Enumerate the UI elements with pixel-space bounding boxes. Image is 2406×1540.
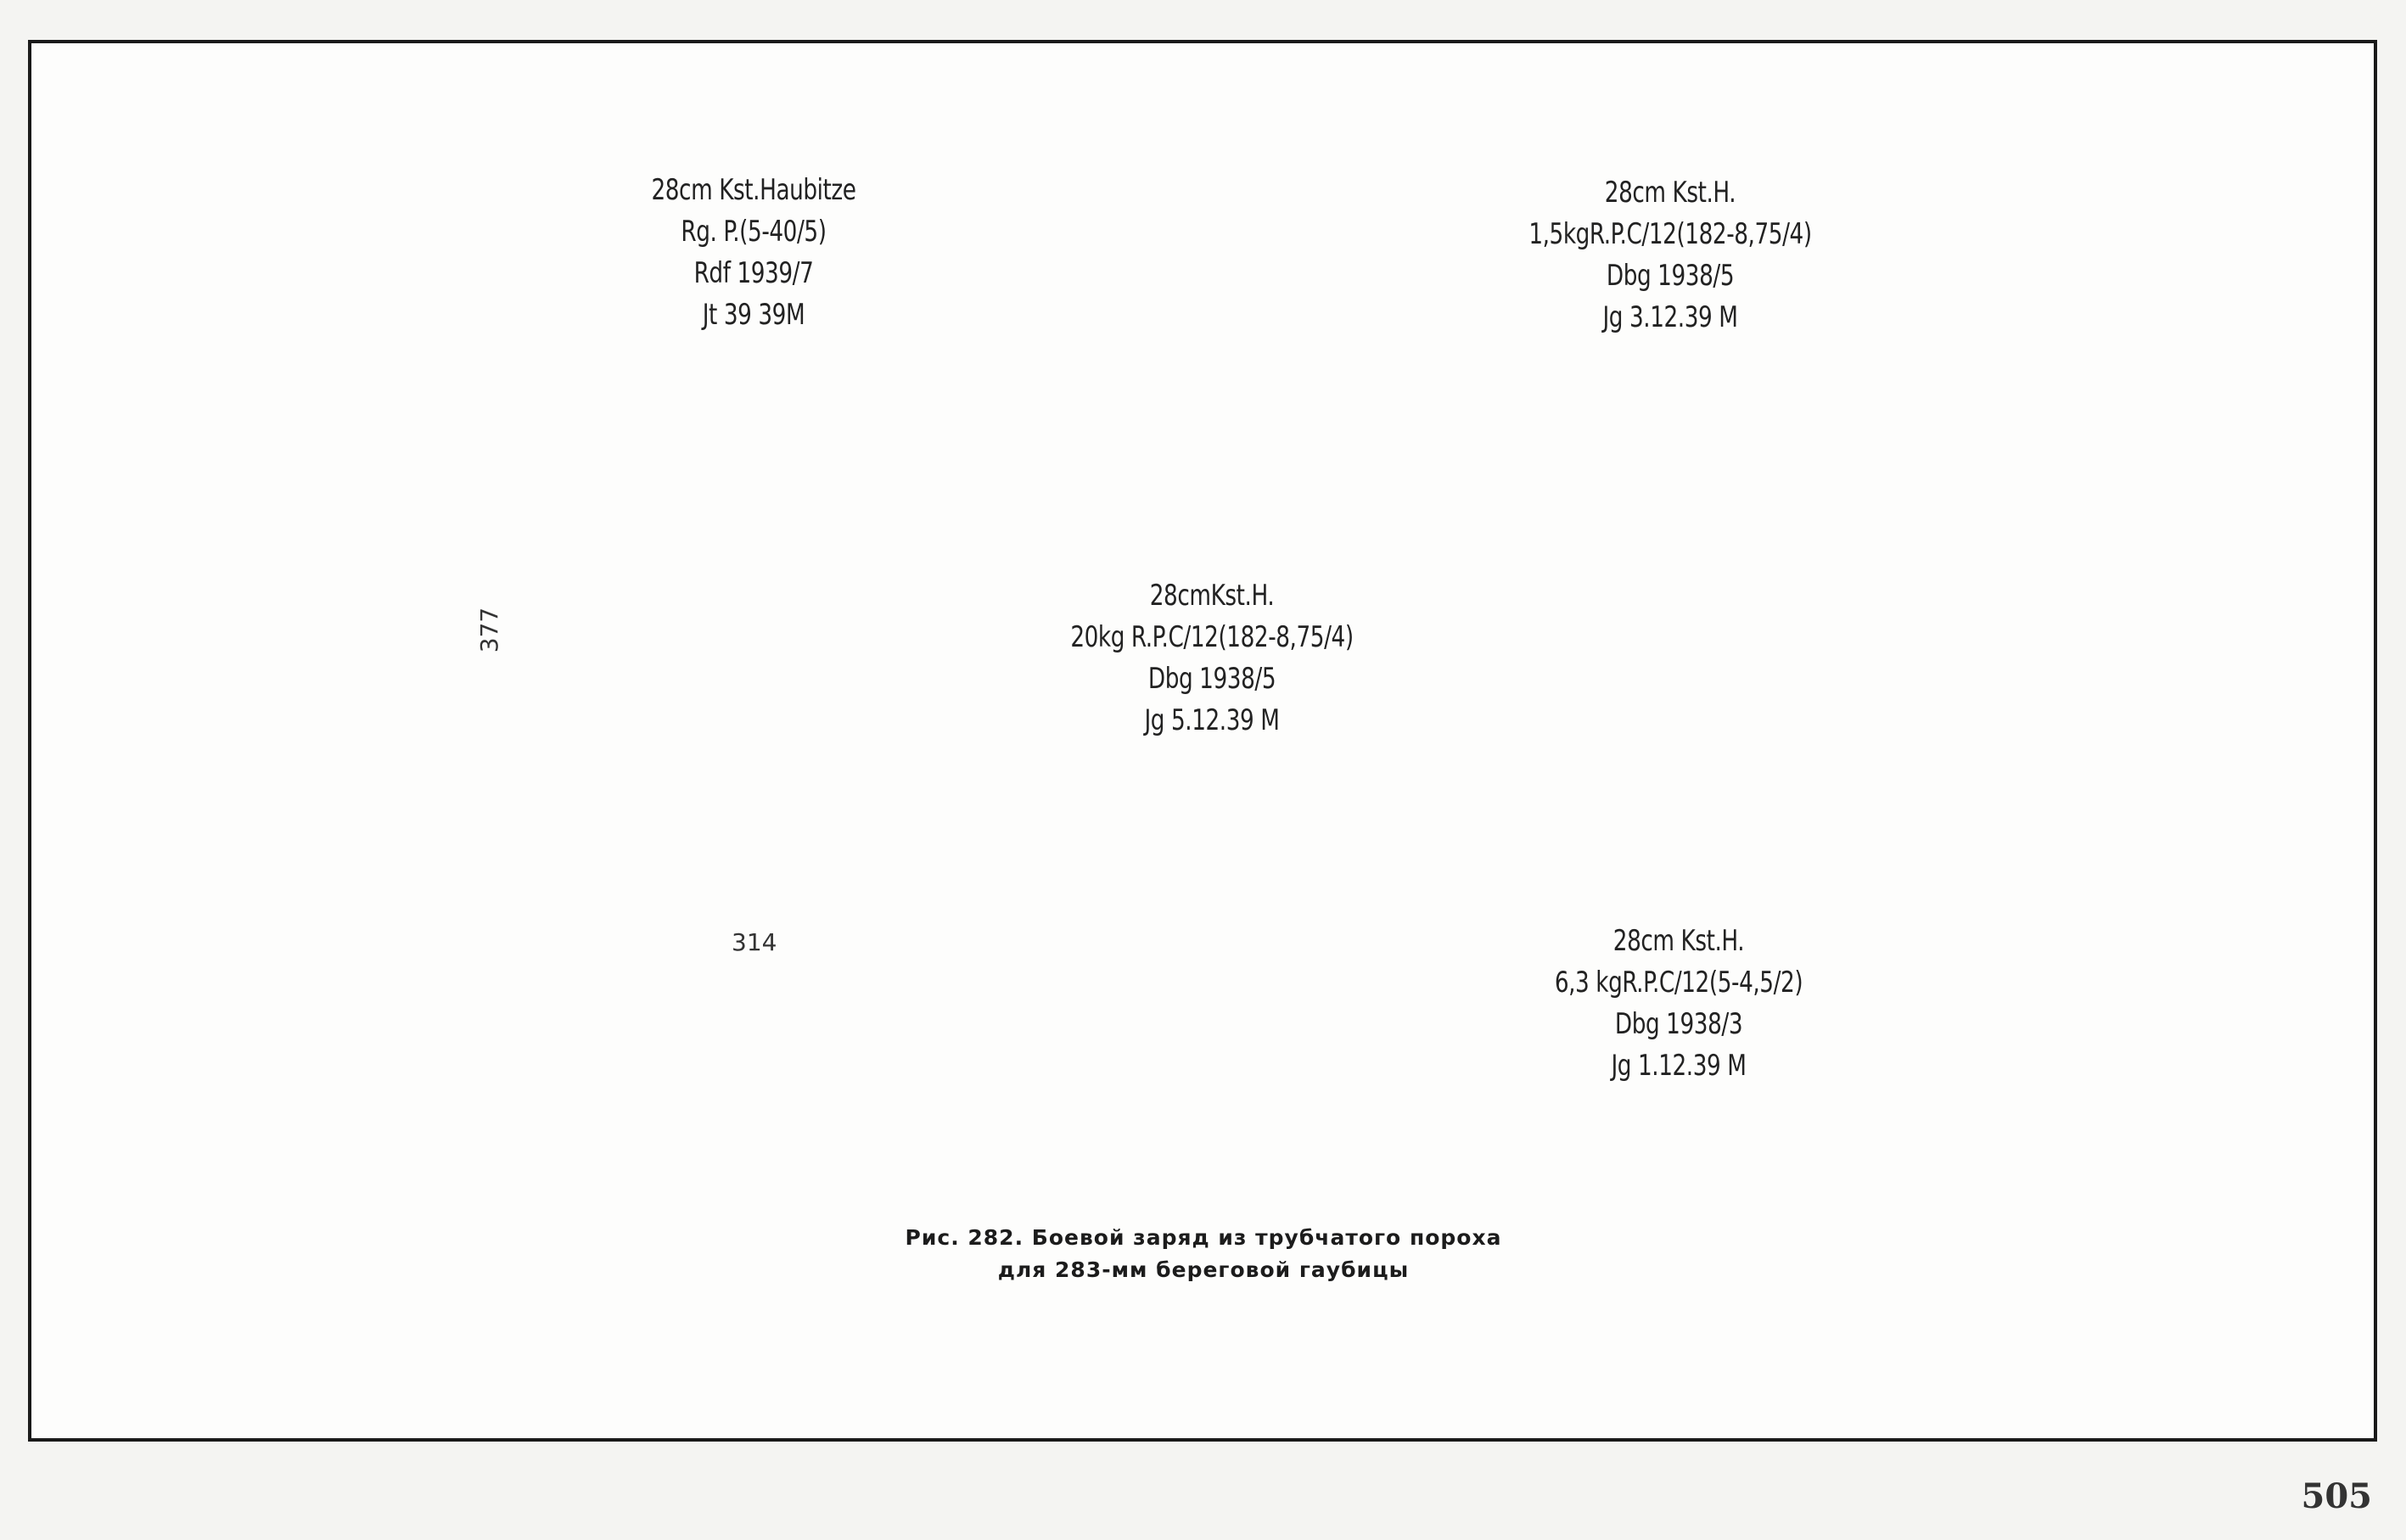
width-dimension-value: 314 [732,928,777,956]
figure-caption: Рис. 282. Боевой заряд из трубчатого пор… [906,1222,1502,1286]
page-number: 505 [2301,1476,2373,1516]
caption-line-1: Рис. 282. Боевой заряд из трубчатого пор… [905,1225,1502,1250]
label-top-left: 28cm Kst.Haubitze Rg. P.(5-40/5) Rdf 193… [651,173,856,332]
caption-line-2: для 283-мм береговой гаубицы [997,1257,1410,1282]
figure-frame [28,40,2377,1442]
height-dimension-value: 377 [475,607,504,653]
label-top-right: 28cm Kst.H. 1,5kgR.P.C/12(182-8,75/4) Db… [1528,176,1812,334]
label-bottom-right: 28cm Kst.H. 6,3 kgR.P.C/12(5-4,5/2) Dbg … [1554,924,1803,1083]
label-center: 28cmKst.H. 20kg R.P.C/12(182-8,75/4) Dbg… [1070,579,1354,737]
